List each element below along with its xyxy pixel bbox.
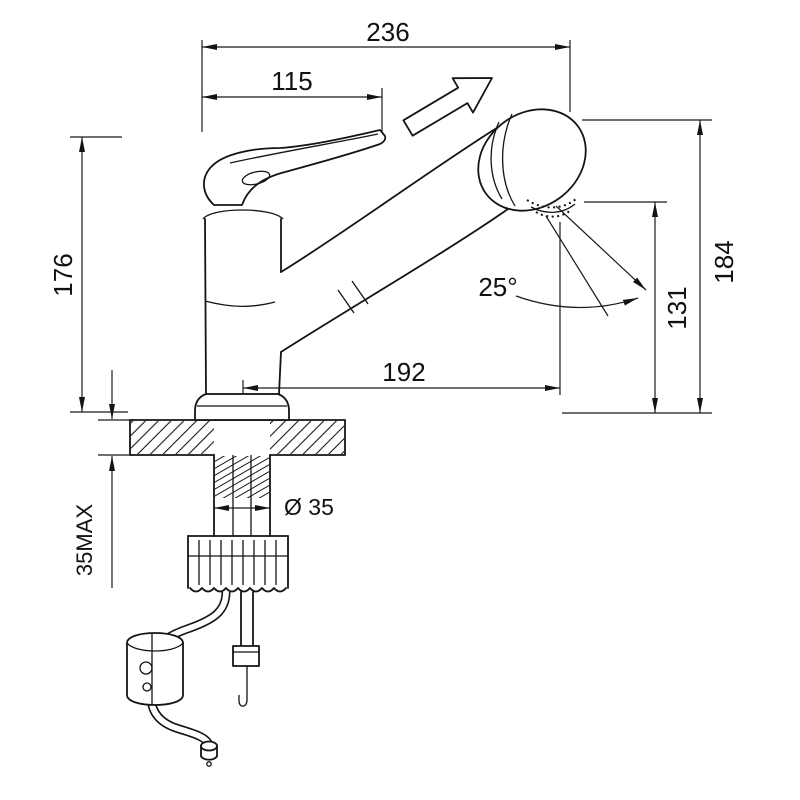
dim-label-height-left: 176 (48, 253, 78, 296)
dim-label-overall-width: 236 (366, 17, 409, 47)
dim-label-spout-reach: 192 (382, 357, 425, 387)
lever-handle (203, 129, 387, 206)
spray-angle-annotation (515, 205, 647, 317)
hose-end-fitting (200, 740, 218, 767)
dim-label-shank-diameter: Ø 35 (284, 494, 334, 520)
dim-outlet-height: 131 (584, 201, 692, 413)
faucet-body (194, 209, 290, 421)
spray-head (477, 108, 587, 218)
dim-deck-thickness-max: 35MAX (72, 370, 134, 588)
dim-shank-diameter: Ø 35 (214, 494, 334, 520)
hose-weight (126, 632, 184, 706)
dim-label-handle-reach: 115 (271, 66, 312, 96)
mounting-shank (213, 454, 271, 537)
faucet-drawing (126, 77, 647, 767)
dim-label-height-right: 184 (709, 240, 739, 283)
dim-label-outlet-height: 131 (662, 286, 692, 329)
dim-spout-reach: 192 (242, 222, 561, 396)
counter-deck (129, 419, 346, 456)
dimension-annotations: 236 115 176 184 131 192 (48, 17, 739, 588)
nut-knurling (198, 540, 277, 585)
pullout-direction-arrow-icon (402, 77, 493, 137)
dim-height-right: 184 (562, 119, 739, 414)
dim-handle-reach: 115 (202, 66, 383, 134)
supply-tube (232, 591, 260, 707)
spout-arm (280, 125, 509, 353)
dim-label-spray-angle: 25° (478, 272, 517, 302)
dim-label-deck-thickness-max: 35MAX (72, 504, 97, 576)
dim-height-left: 176 (48, 136, 128, 413)
dim-overall-width: 236 (201, 17, 571, 132)
mounting-nut (187, 535, 289, 593)
